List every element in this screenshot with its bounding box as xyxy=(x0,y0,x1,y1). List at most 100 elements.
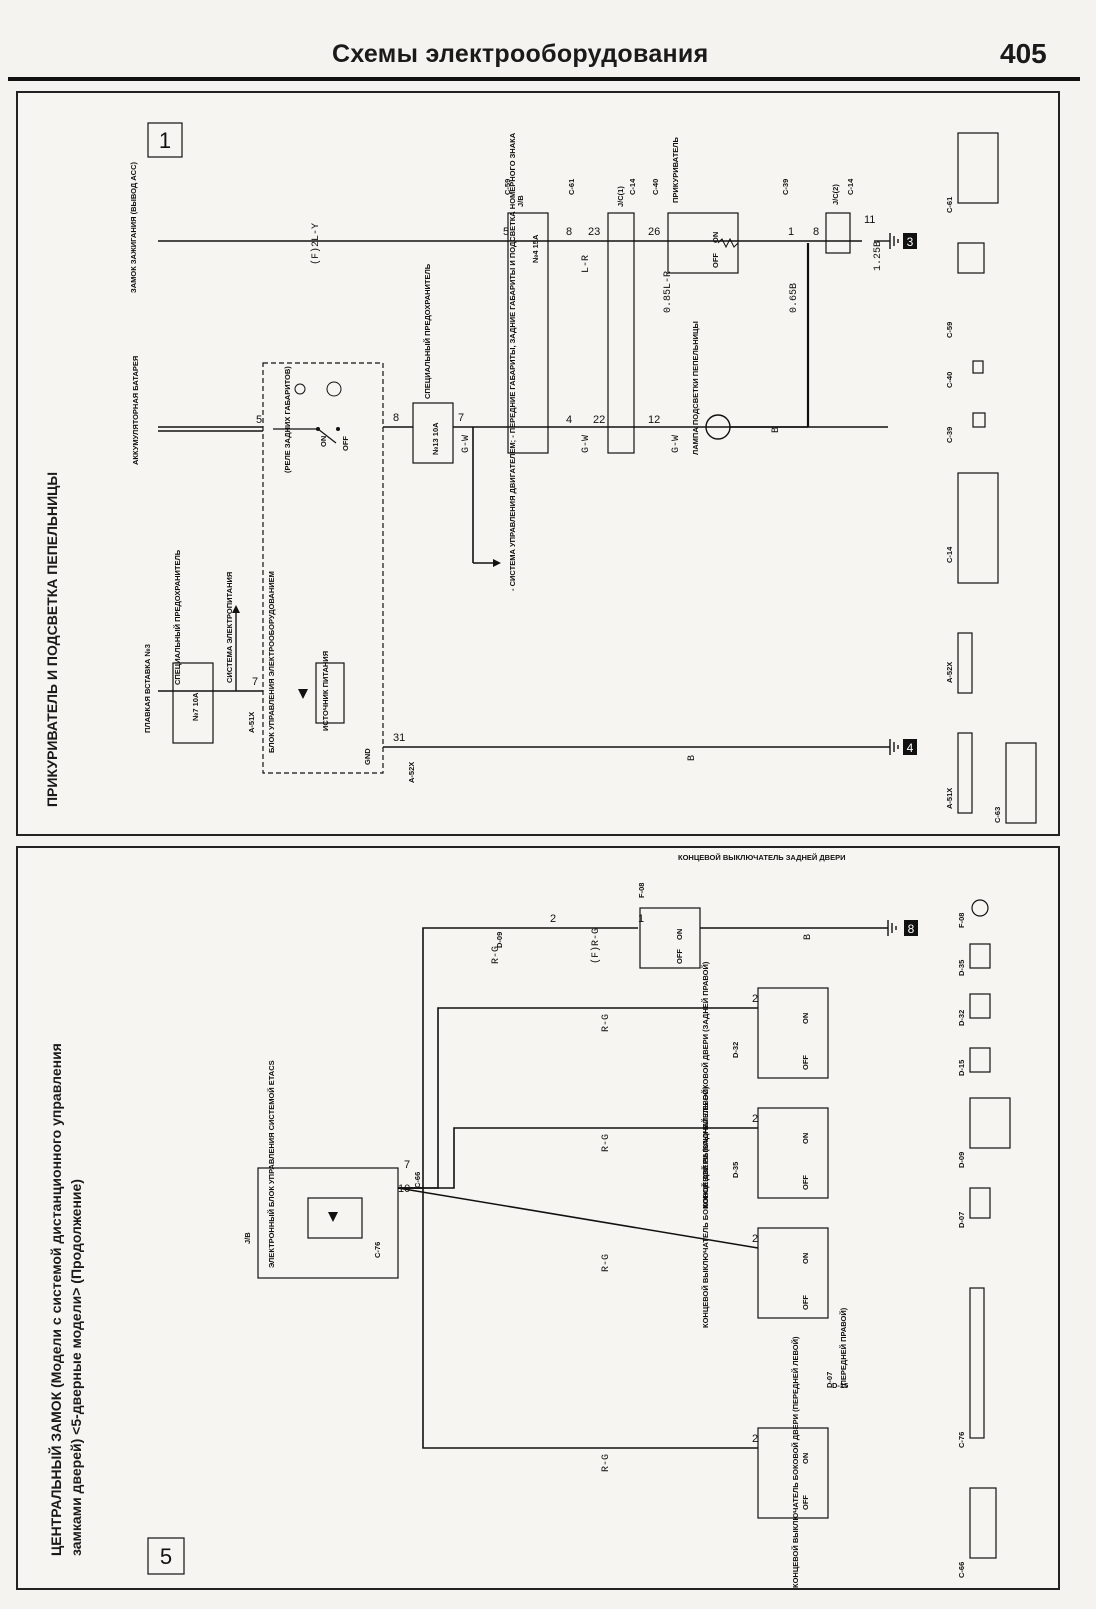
svg-text:КОНЦЕВОЙ ВЫКЛЮЧАТЕЛЬ БОКОВОЙ Д: КОНЦЕВОЙ ВЫКЛЮЧАТЕЛЬ БОКОВОЙ ДВЕРИ (ЗАДН… xyxy=(701,961,710,1208)
connector-d09: D-09 xyxy=(495,932,504,948)
svg-text:C-63: C-63 xyxy=(993,807,1002,823)
ground-8-label: 8 xyxy=(908,922,915,936)
svg-text:D-15: D-15 xyxy=(832,1381,848,1390)
wire-rg-3: R-G xyxy=(601,1134,612,1152)
svg-text:2: 2 xyxy=(752,1233,758,1245)
connector-f08: F-08 xyxy=(637,883,646,898)
wire-b065-label: 0.65B xyxy=(789,283,800,313)
jb-block xyxy=(507,212,549,454)
pin-26: 26 xyxy=(648,226,660,238)
header-rule xyxy=(8,77,1080,81)
jc1-block xyxy=(607,212,635,454)
section-number-box xyxy=(147,122,183,158)
relay-label: (РЕЛЕ ЗАДНИХ ГАБАРИТОВ) xyxy=(283,366,292,473)
battery-label: АККУМУЛЯТОРНАЯ БАТАРЕЯ xyxy=(131,356,140,465)
svg-text:ON: ON xyxy=(801,1253,810,1264)
fuse-13-box xyxy=(412,402,454,464)
ground-3-label: 3 xyxy=(907,235,914,249)
wire-gw1-label: G-W xyxy=(461,435,472,453)
rear-door-switch-label: КОНЦЕВОЙ ВЫКЛЮЧАТЕЛЬ ЗАДНЕЙ ДВЕРИ xyxy=(678,853,846,862)
svg-text:ON: ON xyxy=(801,1133,810,1144)
svg-text:A-51X: A-51X xyxy=(945,788,954,809)
wire-frg: (F)R-G xyxy=(590,928,602,964)
wire-b125-label: 1.25B xyxy=(873,241,884,271)
fuse-13-label: №13 10A xyxy=(431,422,440,455)
central-lock-schematic: 5 J/B ЭЛЕКТРОННЫЙ БЛОК УПРАВЛЕНИЯ СИСТЕМ… xyxy=(147,853,1011,1588)
pin-12: 12 xyxy=(648,414,660,426)
jb-label: J/B xyxy=(516,195,525,207)
door-switch-front-right: 2 ON OFF D-07 (ПЕРЕДНЕЙ ПРАВОЙ) xyxy=(752,1227,848,1388)
jb-label-bottom: J/B xyxy=(243,1232,252,1244)
door-switch-rear-left: 2 ON OFF D-35 КОНЦЕВОЙ ВЫКЛЮЧАТЕЛЬ БОКОВ… xyxy=(701,1086,829,1328)
pin-4-jb: 4 xyxy=(566,414,572,426)
control-unit-box xyxy=(262,362,384,774)
svg-text:(ПЕРЕДНЕЙ ПРАВОЙ): (ПЕРЕДНЕЙ ПРАВОЙ) xyxy=(839,1307,848,1388)
rear-door-switch xyxy=(639,907,701,969)
connector-c59: C-59 xyxy=(503,179,512,195)
power-source-box xyxy=(315,662,345,724)
pin-1: 1 xyxy=(788,226,794,238)
connector-c14-2: C-14 xyxy=(846,178,855,195)
pin-23: 23 xyxy=(588,226,600,238)
wire-rg-2: R-G xyxy=(601,1014,612,1032)
pin-1-f08: 1 xyxy=(638,913,644,925)
svg-text:КОНЦЕВОЙ ВЫКЛЮЧАТЕЛЬ БОКОВОЙ Д: КОНЦЕВОЙ ВЫКЛЮЧАТЕЛЬ БОКОВОЙ ДВЕРИ (ЗАДН… xyxy=(701,1086,710,1328)
svg-text:A-52X: A-52X xyxy=(945,662,954,683)
pin-7-fusible: 7 xyxy=(252,676,258,688)
wire-acc-label: (F)2L-Y xyxy=(310,223,322,265)
svg-text:C-76: C-76 xyxy=(957,1432,966,1448)
pin-7-fuse13: 7 xyxy=(458,412,464,424)
pin-2-d09: 2 xyxy=(550,913,556,925)
svg-text:ON: ON xyxy=(801,1453,810,1464)
svg-text:D-32: D-32 xyxy=(957,1010,966,1026)
svg-text:OFF: OFF xyxy=(801,1175,810,1190)
ashtray-lamp-label: ЛАМПА ПОДСВЕТКИ ПЕПЕЛЬНИЦЫ xyxy=(691,321,700,455)
section-number-box-5 xyxy=(147,1537,185,1575)
pin-5-jb: 5 xyxy=(503,226,509,238)
wire-rg-4: R-G xyxy=(601,1254,612,1272)
wire-rg-1: R-G xyxy=(491,946,502,964)
page-header: Схемы электрооборудования 405 xyxy=(0,0,1096,84)
connector-a51x: A-51X xyxy=(247,712,256,733)
svg-text:F-08: F-08 xyxy=(957,913,966,928)
svg-text:C-59: C-59 xyxy=(945,322,954,338)
svg-text:КОНЦЕВОЙ ВЫКЛЮЧАТЕЛЬ БОКОВОЙ Д: КОНЦЕВОЙ ВЫКЛЮЧАТЕЛЬ БОКОВОЙ ДВЕРИ (ПЕРЕ… xyxy=(791,1336,800,1588)
pin-31: 31 xyxy=(393,732,405,744)
etacs-inner-box xyxy=(307,1197,363,1239)
power-source-label: ИСТОЧНИК ПИТАНИЯ xyxy=(321,651,330,731)
connector-c40: C-40 xyxy=(651,179,660,195)
svg-text:OFF: OFF xyxy=(801,1295,810,1310)
pin-7-etacs: 7 xyxy=(404,1159,410,1171)
door-switch-rear-right: 2 ON OFF D-32 КОНЦЕВОЙ ВЫКЛЮЧАТЕЛЬ БОКОВ… xyxy=(701,961,829,1208)
ground-4-box xyxy=(903,739,917,755)
wire-lr85-label: 0.85L-R xyxy=(663,271,674,313)
diagram-panel-central-lock: ЦЕНТРАЛЬНЫЙ ЗАМОК (Модели с системой дис… xyxy=(16,846,1060,1590)
wire-gw3-label: G-W xyxy=(671,435,682,453)
rear-on-label: ON xyxy=(675,929,684,940)
svg-text:C-61: C-61 xyxy=(945,197,954,213)
ground-8-box xyxy=(904,920,918,936)
svg-text:OFF: OFF xyxy=(801,1495,810,1510)
lighter-on-label: ON xyxy=(711,232,720,243)
connector-pinouts-top: A-51X A-52X C-14 C-39 C-40 C-59 C-61 C-6… xyxy=(945,132,1037,824)
wire-b2-label: B xyxy=(687,755,698,761)
svg-text:C-66: C-66 xyxy=(957,1562,966,1578)
engine-note-label: - СИСТЕМА УПРАВЛЕНИЯ ДВИГАТЕЛЕМ; - ПЕРЕД… xyxy=(508,132,517,591)
svg-text:D-35: D-35 xyxy=(957,960,966,976)
ground-3-box xyxy=(903,233,917,249)
section-number: 1 xyxy=(159,128,171,153)
diagram-panel-lighter: ПРИКУРИВАТЕЛЬ И ПОДСВЕТКА ПЕПЕЛЬНИЦЫ 1 З… xyxy=(16,91,1060,836)
svg-text:ON: ON xyxy=(801,1013,810,1024)
lighter-schematic: 1 ЗАМОК ЗАЖИГАНИЯ (ВЫВОД ACC) АККУМУЛЯТО… xyxy=(129,122,1037,824)
relay-on-label: ON xyxy=(319,436,328,447)
spec-fuse-label: СПЕЦИАЛЬНЫЙ ПРЕДОХРАНИТЕЛЬ xyxy=(173,549,182,685)
wire-gw2-label: G-W xyxy=(581,435,592,453)
page-title: Схемы электрооборудования xyxy=(332,40,709,68)
lighter-off-label: OFF xyxy=(711,253,720,268)
svg-text:D-15: D-15 xyxy=(957,1060,966,1076)
connector-a52x: A-52X xyxy=(407,762,416,783)
pin-11: 11 xyxy=(864,214,875,226)
svg-text:2: 2 xyxy=(752,1113,758,1125)
jc1-label: J/C(1) xyxy=(616,186,625,207)
ground-4-label: 4 xyxy=(907,741,914,755)
